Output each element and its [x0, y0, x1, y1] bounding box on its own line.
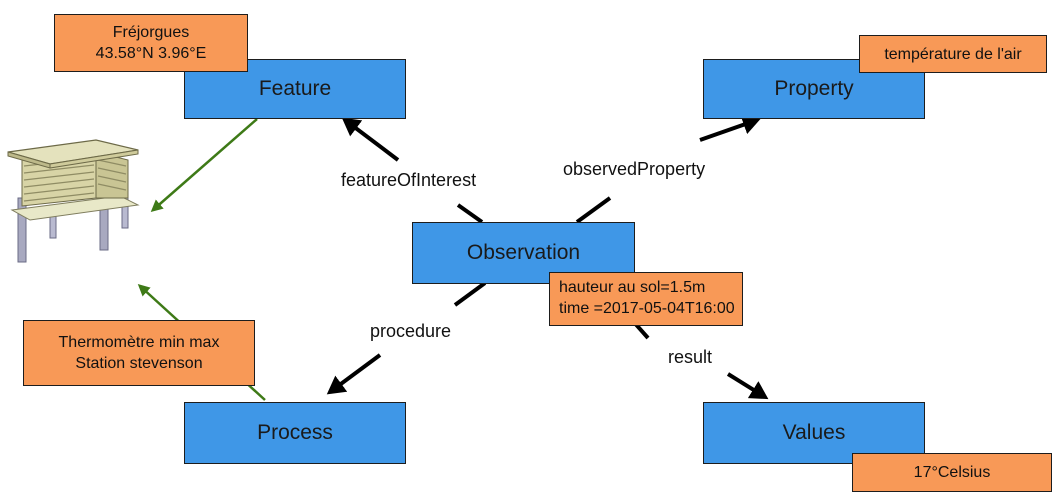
relation-result: result [668, 347, 713, 368]
node-property-label: Property [774, 77, 854, 100]
note-observation-time: time =2017-05-04T16:00 [559, 300, 735, 317]
relation-feature-of-interest: featureOfInterest [341, 170, 477, 191]
relation-observed-property: observedProperty [563, 159, 706, 180]
node-process-label: Process [257, 421, 333, 444]
stevenson-screen-icon [7, 139, 140, 263]
node-feature-label: Feature [258, 77, 332, 100]
relation-procedure: procedure [370, 321, 452, 342]
node-observation: Observation [412, 222, 635, 284]
note-observation-height: hauteur au sol=1.5m [559, 279, 706, 296]
node-observation-label: Observation [466, 241, 581, 264]
node-values-label: Values [782, 421, 846, 444]
note-process-line1: Thermomètre min max [58, 334, 220, 351]
node-feature: Feature [184, 59, 406, 119]
edge-procedure [326, 281, 487, 395]
note-feature-location: Fréjorgues 43.58°N 3.96°E [54, 14, 248, 72]
edge-feature-of-interest [341, 117, 484, 224]
note-process-instrument: Thermomètre min max Station stevenson [23, 320, 255, 386]
note-observation-params: hauteur au sol=1.5m time =2017-05-04T16:… [549, 272, 743, 326]
note-property-name: température de l'air [859, 35, 1047, 73]
note-property-text: température de l'air [884, 45, 1022, 63]
note-feature-name: Fréjorgues [112, 24, 190, 41]
note-feature-coords: 43.58°N 3.96°E [95, 45, 207, 62]
edge-observed-property [575, 115, 761, 224]
note-process-line2: Station stevenson [75, 355, 203, 372]
edge-feature-to-station [150, 118, 258, 212]
node-process: Process [184, 402, 406, 464]
note-values-result: 17°Celsius [852, 453, 1052, 492]
note-values-text: 17°Celsius [913, 464, 991, 481]
